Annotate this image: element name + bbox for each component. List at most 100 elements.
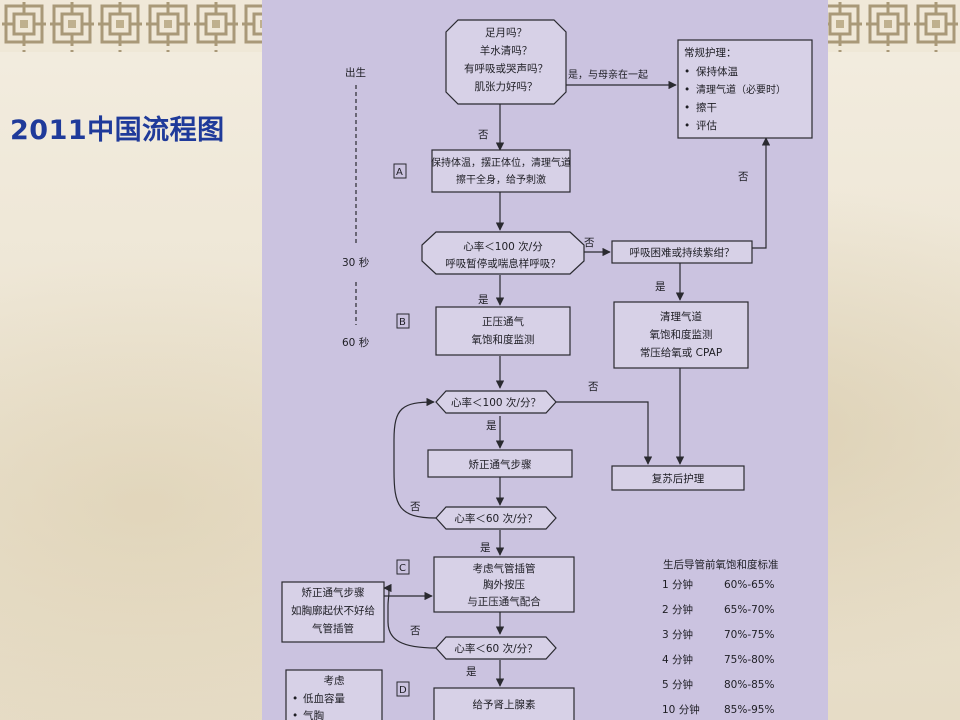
side-correction-line-1: 矫正通气步骤: [302, 586, 365, 599]
decorative-border: [0, 0, 960, 52]
routine-care-item-1: 保持体温: [696, 65, 738, 78]
routine-care-title: 常规护理：: [684, 46, 737, 59]
consider-item-1: 低血容量: [303, 692, 345, 705]
airway-cpap-line-2: 氧饱和度监测: [650, 328, 713, 341]
connector-lines: [355, 80, 771, 687]
epinephrine-text: 给予肾上腺素: [473, 698, 536, 711]
ppv-box: [435, 306, 571, 356]
step-marker-a-box: [393, 163, 407, 179]
side-correction-box: [281, 581, 385, 643]
edge-hr3-loop-back: [393, 397, 437, 519]
side-correction-line-3: 气管插管: [312, 622, 354, 635]
hr-check-4-yes-label: 是: [466, 666, 477, 678]
step-marker-c: C: [399, 563, 406, 574]
spo2-row-5-range: 80%-85%: [724, 679, 774, 691]
consider-bullet-1: •: [292, 693, 298, 705]
step-marker-boxes: [393, 163, 410, 697]
airway-cpap-box: [613, 301, 749, 369]
spo2-row-6-range: 85%-95%: [724, 704, 774, 716]
edge-hr2-to-post: [555, 401, 653, 465]
hr-check-1-line-1: 心率＜100 次/分: [463, 240, 543, 253]
hr-check-2-text: 心率＜100 次/分？: [451, 396, 541, 409]
spo2-row-3-time: 3 分钟: [662, 628, 693, 641]
routine-care-item-4: 评估: [696, 119, 717, 132]
hr-check-1-line-2: 呼吸暂停或喘息样呼吸？: [445, 257, 561, 270]
spo2-row-2-range: 65%-70%: [724, 604, 774, 616]
spo2-row-1-range: 60%-65%: [724, 579, 774, 591]
spo2-table: 生后导管前氧饱和度标准 1 分钟 60%-65% 2 分钟 65%-70% 3 …: [662, 558, 779, 716]
hr-check-4-text: 心率＜60 次/分？: [454, 642, 537, 655]
routine-care-bullet-4: •: [684, 120, 690, 132]
ventilation-correction-text: 矫正通气步骤: [469, 458, 532, 471]
initial-steps-line-2: 擦干全身，给予刺激: [456, 173, 546, 186]
consider-box: [285, 669, 383, 720]
routine-care-bullet-3: •: [684, 102, 690, 114]
hr-check-3-shape: [435, 506, 557, 530]
labored-breathing-box: [611, 240, 753, 264]
timeline-30s-label: 30 秒: [342, 256, 370, 269]
step-marker-b-box: [396, 313, 410, 329]
timeline-60s-label: 60 秒: [342, 336, 370, 349]
assessment-line-3: 有呼吸或哭声吗？: [464, 62, 548, 75]
ventilation-correction-box: [427, 449, 573, 478]
routine-care-item-3: 擦干: [696, 101, 717, 114]
epinephrine-box: [433, 687, 575, 720]
timeline-birth-label: 出生: [345, 66, 366, 79]
routine-care-bullet-1: •: [684, 66, 690, 78]
hr-check-3-yes-label: 是: [480, 542, 491, 554]
assessment-shape: [445, 19, 567, 105]
airway-cpap-line-1: 清理气道: [660, 310, 702, 323]
step-marker-c-box: [396, 559, 410, 575]
hr-check-3-no-label: 否: [410, 501, 421, 513]
step-marker-a: A: [396, 167, 403, 178]
assessment-no-label: 否: [478, 129, 489, 141]
intubation-line-1: 考虑气管插管: [473, 562, 536, 575]
spo2-row-3-range: 70%-75%: [724, 629, 774, 641]
intubation-line-3: 与正压通气配合: [467, 595, 541, 608]
hr-check-2-shape: [435, 390, 557, 414]
routine-care-box: [677, 39, 813, 139]
shapes: [281, 19, 813, 720]
spo2-row-1-time: 1 分钟: [662, 578, 693, 591]
step-marker-d-box: [396, 681, 410, 697]
edge-hr4-to-side: [383, 583, 437, 649]
assessment-line-4: 肌张力好吗？: [475, 80, 538, 93]
consider-bullet-2: •: [292, 710, 298, 720]
hr-check-1-yes-label: 是: [478, 294, 489, 306]
spo2-row-2-time: 2 分钟: [662, 603, 693, 616]
hr-check-1-shape: [421, 231, 585, 275]
post-resuscitation-text: 复苏后护理: [652, 472, 705, 485]
hr-check-3-text: 心率＜60 次/分？: [454, 512, 537, 525]
hr-check-4-no-label: 否: [410, 625, 421, 637]
labored-breathing-text: 呼吸困难或持续紫绀？: [630, 246, 735, 259]
spo2-row-4-time: 4 分钟: [662, 653, 693, 666]
spo2-table-title: 生后导管前氧饱和度标准: [663, 558, 779, 571]
routine-care-bullet-2: •: [684, 84, 690, 96]
assessment-line-2: 羊水清吗？: [480, 44, 533, 57]
assessment-line-1: 足月吗？: [485, 27, 527, 39]
initial-steps-box: [431, 149, 571, 193]
spo2-row-4-range: 75%-80%: [724, 654, 774, 666]
consider-title: 考虑: [324, 675, 345, 687]
step-marker-b: B: [399, 317, 406, 328]
flow-labels: 出生 30 秒 60 秒 A B C D 足月吗？ 羊水清吗？ 有呼吸或哭声吗？…: [291, 27, 786, 720]
spo2-row-6-time: 10 分钟: [662, 703, 700, 716]
hr-check-2-yes-label: 是: [486, 420, 497, 432]
post-resuscitation-box: [611, 465, 745, 491]
consider-item-2: 气胸: [303, 709, 324, 720]
labored-breathing-no-label: 否: [738, 171, 749, 183]
hr-check-1-no-label: 否: [584, 237, 595, 249]
labored-breathing-yes-label: 是: [655, 281, 666, 293]
airway-cpap-line-3: 常压给氧或 CPAP: [640, 346, 722, 359]
hr-check-2-no-label: 否: [588, 381, 599, 393]
initial-steps-line-1: 保持体温，摆正体位，清理气道: [431, 156, 571, 169]
ppv-line-2: 氧饱和度监测: [472, 333, 535, 346]
intubation-line-2: 胸外按压: [483, 578, 525, 591]
step-marker-d: D: [399, 685, 407, 696]
hr-check-4-shape: [435, 636, 557, 660]
slide-title: 2011中国流程图: [10, 115, 225, 146]
routine-care-item-2: 清理气道（必要时）: [696, 83, 786, 96]
intubation-box: [433, 556, 575, 613]
spo2-row-5-time: 5 分钟: [662, 678, 693, 691]
